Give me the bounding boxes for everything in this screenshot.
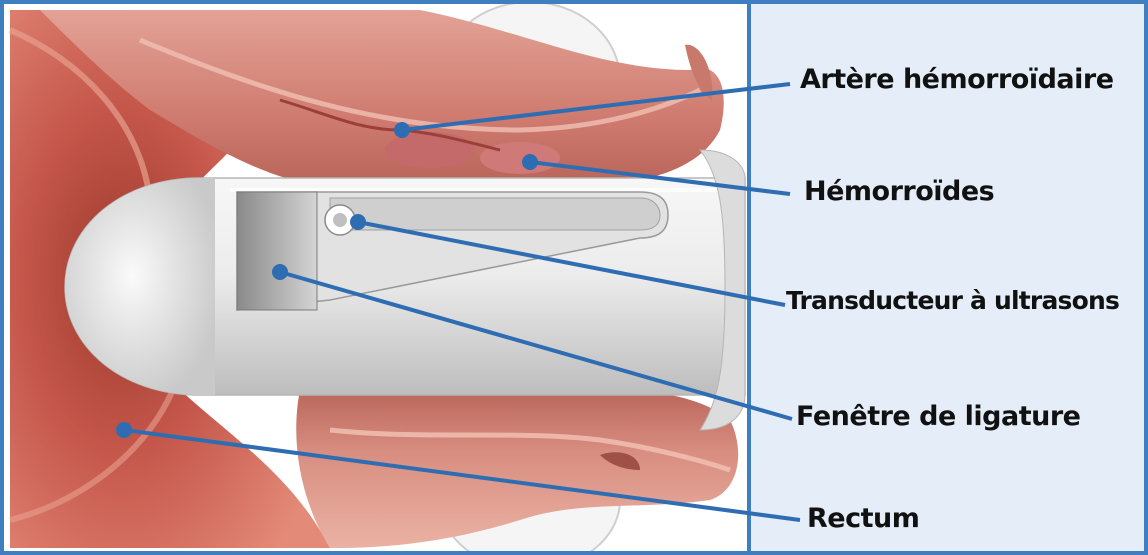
ultrasound-transducer-core (333, 213, 347, 227)
pointer-rectum-dot (118, 424, 130, 436)
label-transducteur-ultrasons: Transducteur à ultrasons (786, 286, 1119, 315)
pointer-fenetre-dot (274, 266, 286, 278)
hemorrhoid-bulge (385, 132, 475, 168)
label-hemorroides: Hémorroïdes (804, 176, 994, 207)
pointer-artere-dot (396, 124, 408, 136)
pointer-hemorroides-dot (524, 156, 536, 168)
label-fenetre-ligature: Fenêtre de ligature (796, 401, 1080, 432)
ligature-window-frame (237, 192, 317, 310)
pointer-transducteur-dot (352, 216, 364, 228)
label-rectum: Rectum (807, 503, 919, 534)
label-artere-hemorroidaire: Artère hémorroïdaire (800, 64, 1114, 95)
